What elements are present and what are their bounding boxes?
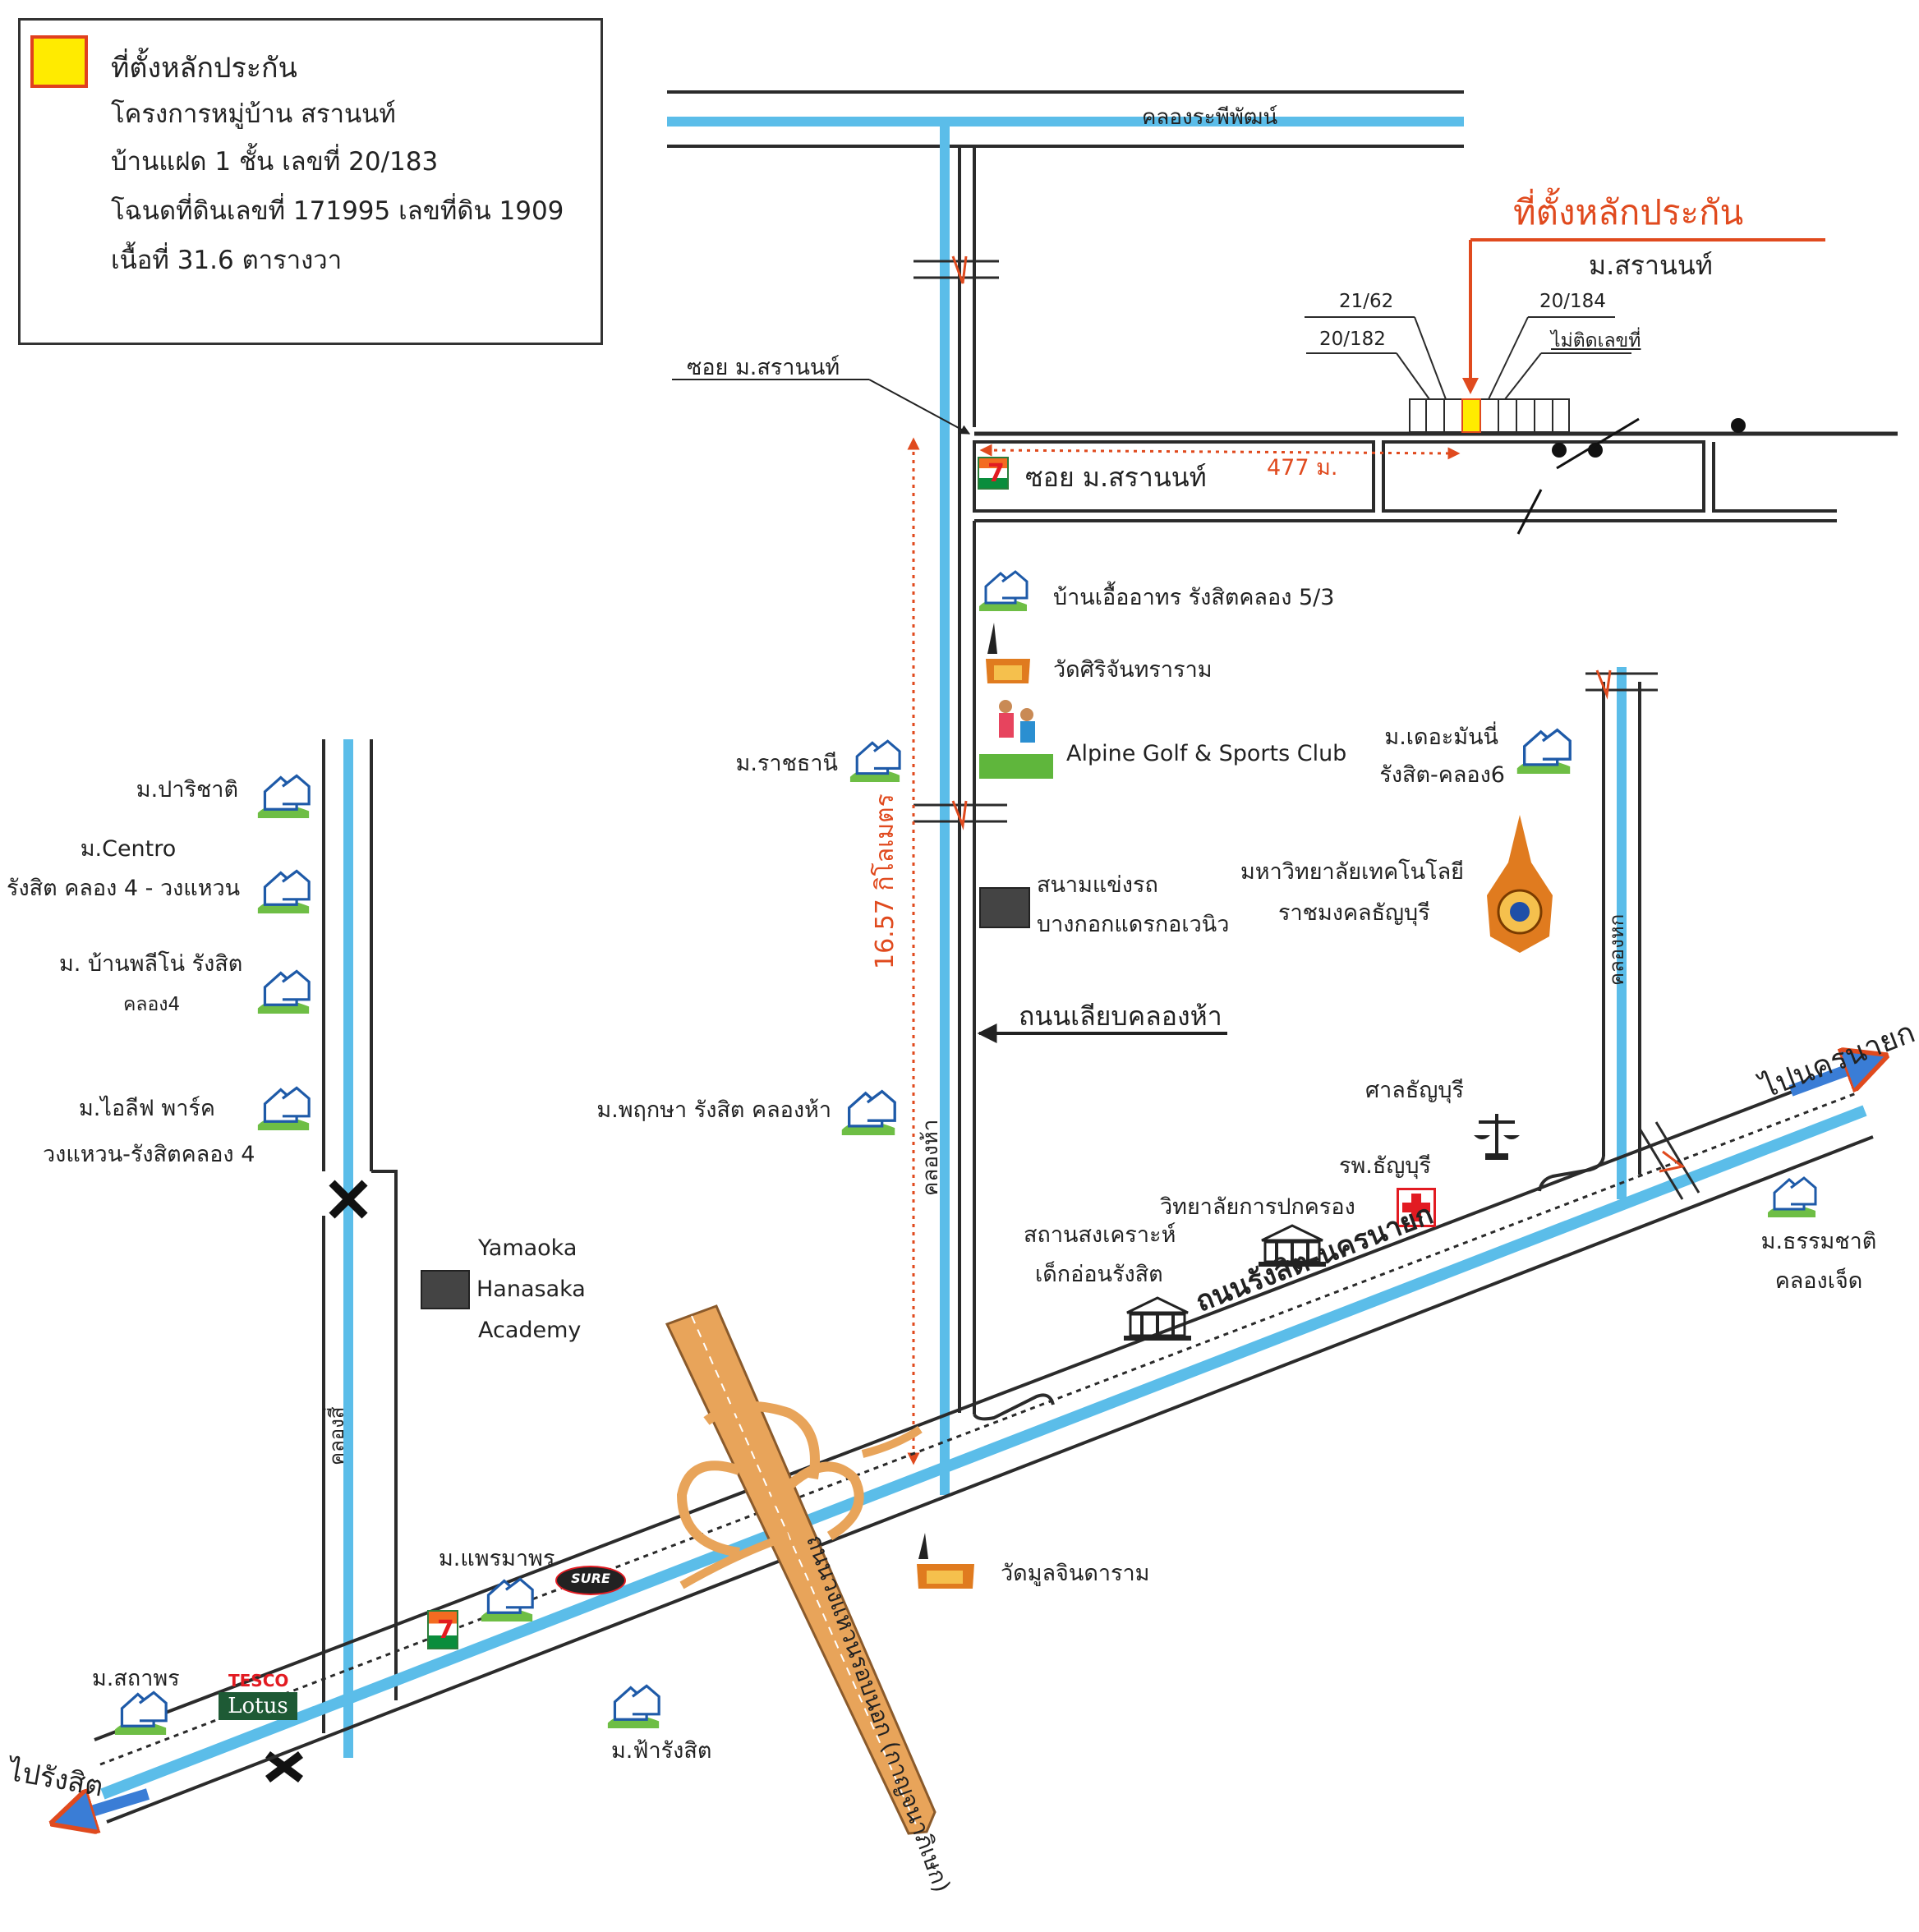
sathaphon-label: ม.สถาพร (92, 1666, 180, 1691)
scales-icon (1474, 1111, 1520, 1162)
khlong-hok-label: คลองหก (1605, 913, 1628, 986)
collateral-project: ม.สรานนท์ (1589, 250, 1713, 281)
court-label: ศาลธัญบุรี (1365, 1078, 1464, 1103)
house-icon (1515, 724, 1572, 774)
soi-arrow-label: ซอย ม.สรานนท์ (687, 355, 840, 380)
wat-siri-label: วัดศิริจันทราราม (1053, 657, 1213, 683)
plot-20-184: 20/184 (1539, 291, 1606, 312)
farangsit-label: ม.ฟ้ารังสิต (611, 1738, 712, 1764)
house-icon (978, 567, 1029, 611)
house-icon (478, 1574, 536, 1622)
racetrack-label-2: บางกอกแดรกอเวนิว (1037, 912, 1230, 937)
distance-477: 477 ม. (1267, 455, 1338, 481)
house-icon (846, 736, 904, 782)
khlong-si-corridor (265, 739, 398, 1782)
to-rangsit-arrow (67, 1788, 150, 1819)
rmutt-label-2: ราชมงคลธัญบุรี (1278, 900, 1430, 926)
outer-ring-road (665, 1304, 936, 1835)
legend-line-1: โครงการหมู่บ้าน สรานนท์ (111, 99, 396, 129)
sure-logo-icon: SURE (555, 1566, 626, 1595)
shelter-label-2: เด็กอ่อนรังสิต (1035, 1262, 1163, 1287)
khlong-hok-corridor (1538, 667, 1658, 1199)
ilife-label-1: ม.ไอลีฟ พาร์ค (79, 1096, 215, 1121)
rmutt-label-1: มหาวิทยาลัยเทคโนโลยี (1240, 859, 1464, 885)
shelter-label-1: สถานสงเคราะห์ (1024, 1222, 1176, 1248)
house-icon (840, 1086, 897, 1135)
college-label: วิทยาลัยการปกครอง (1160, 1194, 1355, 1220)
thammachat-label-2: คลองเจ็ด (1774, 1268, 1863, 1294)
distance-1657: 16.57 กิโลเมตร (871, 794, 900, 969)
plot-no-number: ไม่ติดเลขที่ (1551, 330, 1641, 352)
legend-line-4: เนื้อที่ 31.6 ตารางวา (111, 246, 343, 275)
house-icon (255, 770, 312, 818)
racetrack-label-1: สนามแข่งรถ (1037, 872, 1158, 898)
khlong-ha-corridor (913, 122, 1055, 1495)
golf-icon (979, 697, 1053, 779)
ratchathani-label: ม.ราชธานี (735, 751, 838, 776)
seven-eleven-icon: 7 (978, 457, 1009, 490)
legend-line-2: บ้านแฝด 1 ชั้น เลขที่ 20/183 (111, 147, 439, 177)
khlong-raphiphat (667, 90, 1464, 148)
legend-line-3: โฉนดที่ดินเลขที่ 171995 เลขที่ดิน 1909 (111, 196, 564, 226)
temple-icon (912, 1531, 979, 1590)
legend-box: ที่ตั้งหลักประกัน โครงการหมู่บ้าน สรานนท… (18, 18, 603, 345)
ilife-label-2: วงแหวน-รังสิตคลอง 4 (43, 1142, 255, 1167)
temple-icon (983, 621, 1033, 685)
palino-label-1: ม. บ้านพลีโน่ รังสิต (59, 951, 243, 977)
house-icon (255, 866, 312, 913)
house-icon (112, 1687, 169, 1735)
ban-uea-label: บ้านเอื้ออาทร รังสิตคลอง 5/3 (1053, 585, 1335, 610)
racetrack-building-icon (979, 887, 1030, 928)
wat-mun-label: วัดมูลจินดาราม (1001, 1561, 1150, 1586)
khlong-raphiphat-label: คลองระพีพัฒน์ (1142, 105, 1278, 130)
thammachat-label-1: ม.ธรรมชาติ (1760, 1229, 1877, 1254)
the-money-label: ม.เดอะมันนี่ (1384, 724, 1498, 750)
house-icon (605, 1681, 662, 1728)
rangsit-nakhonnayok-road (94, 1066, 1874, 1824)
phraemaphon-label: ม.แพรมาพร (439, 1546, 555, 1571)
soi-saranon-road (973, 417, 1898, 535)
alpine-label: Alpine Golf & Sports Club (1066, 741, 1347, 766)
the-money-label-2: รังสิต-คลอง6 (1379, 762, 1505, 788)
khlong-ha-label: คลองห้า (918, 1119, 943, 1196)
collateral-pointer (1462, 238, 1825, 394)
yamaoka-label-2: Hanasaka (476, 1276, 586, 1302)
soi-pointer (672, 379, 971, 435)
hospital-label: รพ.ธัญบุรี (1339, 1153, 1432, 1179)
plot-21-62: 21/62 (1339, 291, 1394, 312)
seven-eleven-icon: 7 (427, 1610, 458, 1649)
pruksa-label: ม.พฤกษา รังสิต คลองห้า (596, 1097, 831, 1123)
collateral-plots (1305, 316, 1631, 433)
house-icon (1766, 1173, 1817, 1217)
khlong-si-label: คลองสี่ (325, 1406, 348, 1465)
collateral-title: ที่ตั้งหลักประกัน (1513, 192, 1744, 232)
soi-box-label: ซอย ม.สรานนท์ (1025, 462, 1207, 493)
liap-khlong-ha-label: ถนนเลียบคลองห้า (1019, 1000, 1222, 1032)
palino-label-2: คลอง4 (123, 994, 181, 1015)
house-icon (255, 966, 312, 1014)
parichat-label: ม.ปาริชาติ (136, 777, 238, 803)
centro-label-1: ม.Centro (80, 836, 177, 862)
university-emblem-icon (1484, 813, 1556, 954)
centro-label-2: รังสิต คลอง 4 - วงแหวน (7, 876, 241, 901)
to-nakhonnayok-arrow (1788, 1061, 1871, 1097)
house-icon (255, 1083, 312, 1130)
hospital-cross-icon (1397, 1188, 1436, 1227)
collateral-marker (1461, 398, 1481, 433)
yamaoka-label-3: Academy (478, 1318, 582, 1343)
academy-building-icon (421, 1270, 470, 1309)
government-building-icon (1257, 1224, 1328, 1268)
plot-20-182: 20/182 (1319, 329, 1386, 350)
shelter-building-icon (1122, 1296, 1193, 1342)
tesco-lotus-logo: TESCO Lotus (219, 1671, 301, 1722)
yamaoka-label-1: Yamaoka (478, 1235, 578, 1261)
legend-title: ที่ตั้งหลักประกัน (111, 52, 297, 85)
collateral-swatch (30, 35, 88, 88)
